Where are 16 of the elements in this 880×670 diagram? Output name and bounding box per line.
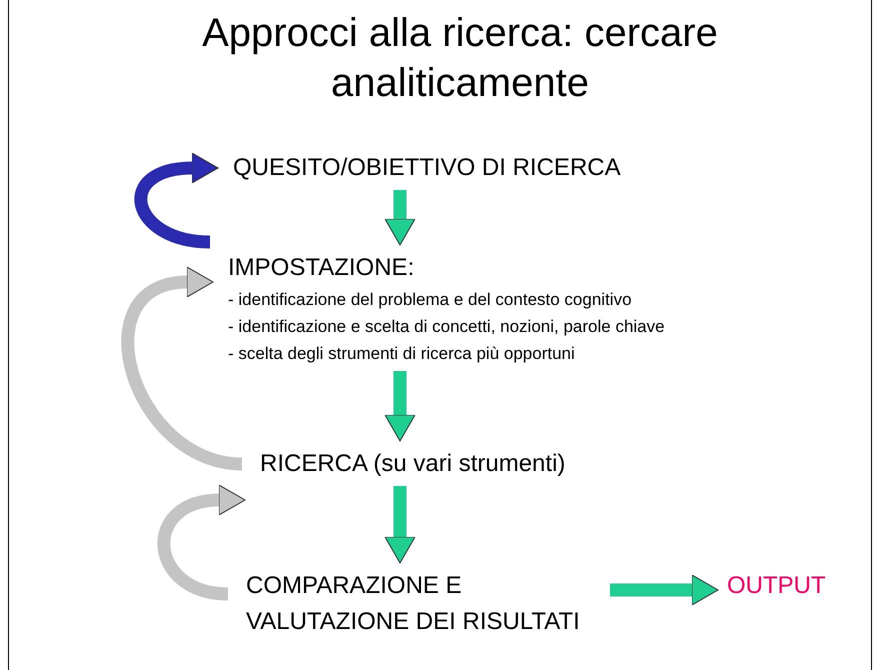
step-label: IMPOSTAZIONE: (228, 253, 416, 283)
title: Approcci alla ricerca: cercare analiticamente (201, 10, 719, 107)
arrow (384, 486, 416, 564)
list-item: - identificazione del problema e del contesto cognitivo (228, 289, 633, 311)
arrow (384, 190, 416, 246)
step-label: RICERCA (su vari strumenti) (260, 449, 566, 479)
step-label: QUESITO/OBIETTIVO DI RICERCA (233, 153, 621, 183)
list-item: - identificazione e scelta di concetti, nozioni, parole chiave (228, 316, 665, 338)
arrow (158, 484, 246, 600)
list-item: - scelta degli strumenti di ricerca più opportuni (228, 343, 576, 365)
arrow (134, 152, 218, 248)
step-label: OUTPUT (727, 571, 826, 601)
arrow (122, 266, 243, 470)
step-label: COMPARAZIONE E VALUTAZIONE DEI RISULTATI (246, 571, 581, 637)
arrow (610, 574, 718, 606)
arrow (384, 371, 416, 442)
